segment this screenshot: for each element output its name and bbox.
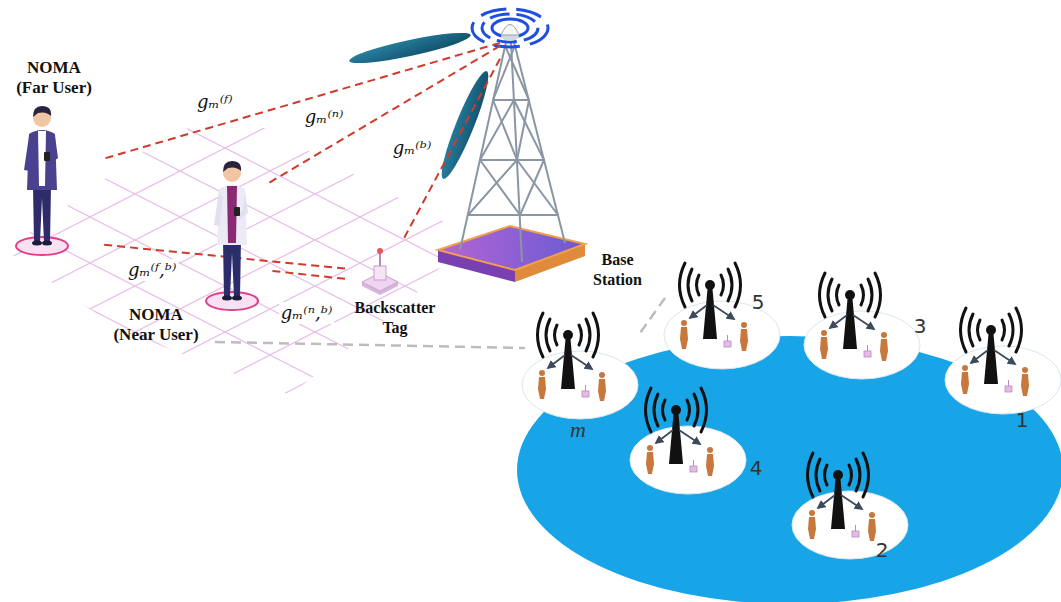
channel-label: gₘ⁽ⁿ,ᵇ⁾ (279, 302, 335, 324)
cell-number: 3 (914, 315, 927, 337)
channel-label: gₘ⁽ᵇ⁾ (391, 137, 434, 159)
base-station-tower (438, 9, 585, 282)
channel-label: gₘ⁽ᶠ,ᵇ⁾ (126, 259, 179, 281)
far-user-node: NOMA (Far User) (4, 56, 104, 252)
cell-number: 2 (876, 539, 889, 561)
base-station-node: Base Station (500, 22, 655, 297)
channel-label: gₘ⁽ᶠ⁾ (195, 91, 235, 113)
backscatter-tag-node: Backscatter Tag (345, 238, 445, 342)
node-label: NOMA (Far User) (12, 58, 96, 98)
near-user-node: NOMA (Near User) (108, 150, 268, 350)
cell-number: m (570, 419, 586, 441)
backscatter-tag-figure (362, 248, 398, 295)
node-label: Base Station (585, 250, 650, 290)
floor-grid (5, 110, 470, 395)
near-user-figure (206, 161, 258, 310)
cell-network (517, 263, 1061, 602)
cell-number: 5 (752, 291, 765, 313)
cell-number: 4 (750, 457, 763, 479)
channel-link (268, 46, 500, 184)
cell-number: 1 (1016, 409, 1029, 431)
channel-link (104, 43, 500, 159)
far-user-figure (16, 106, 68, 255)
node-label: NOMA (Near User) (110, 305, 202, 345)
node-label: Backscatter Tag (350, 298, 440, 338)
channel-link (268, 271, 345, 279)
channel-label: gₘ⁽ⁿ⁾ (303, 106, 346, 128)
